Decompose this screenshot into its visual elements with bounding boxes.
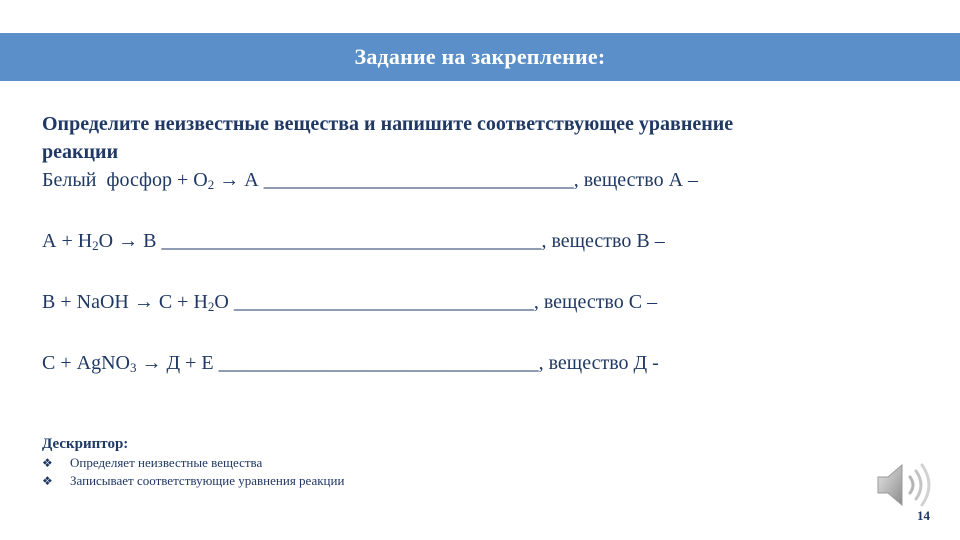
descriptor-item: ❖ Определяет неизвестные вещества [42, 454, 642, 472]
equation-3-subscript: 2 [207, 299, 215, 314]
equation-2-pre: А + H [42, 230, 93, 252]
equation-3-post: O ______________________________, вещест… [214, 291, 658, 313]
slide-title: Задание на закрепление: [354, 44, 606, 69]
equation-4: С + AgNO3 → Д + Е ______________________… [42, 349, 922, 377]
equation-1-pre: Белый фосфор + O [42, 169, 208, 191]
descriptor-block: Дескриптор: ❖ Определяет неизвестные вещ… [42, 434, 642, 490]
equation-2: А + H2O → В ____________________________… [42, 227, 922, 255]
equation-1-post: → А _______________________________, вещ… [214, 169, 699, 191]
equation-1-subscript: 2 [207, 177, 215, 192]
descriptor-item-label: Определяет неизвестные вещества [70, 455, 263, 470]
equation-2-subscript: 2 [92, 238, 99, 253]
equation-2-post: O → В __________________________________… [98, 230, 665, 252]
page-number: 14 [917, 508, 930, 523]
diamond-bullet-icon: ❖ [42, 474, 53, 488]
speaker-icon[interactable] [872, 453, 936, 517]
equation-4-post: → Д + Е ________________________________… [136, 352, 659, 374]
task-heading-line1: Определите неизвестные вещества и напиши… [42, 113, 734, 135]
equation-3-pre: В + NaOH → С + H [42, 291, 208, 313]
task-heading-line2: реакции [42, 141, 119, 163]
equation-4-pre: С + AgNO [42, 352, 130, 374]
equation-3: В + NaOH → С + H2O _____________________… [42, 288, 922, 316]
descriptor-title: Дескриптор: [42, 436, 129, 452]
task-block: Определите неизвестные вещества и напиши… [42, 110, 922, 377]
equation-1: Белый фосфор + O2 → А __________________… [42, 166, 922, 194]
descriptor-item-label: Записывает соответствующие уравнения реа… [70, 473, 345, 488]
descriptor-item: ❖ Записывает соответствующие уравнения р… [42, 472, 642, 490]
equation-4-subscript: 3 [129, 360, 137, 375]
diamond-bullet-icon: ❖ [42, 456, 53, 470]
descriptor-list: ❖ Определяет неизвестные вещества ❖ Запи… [42, 454, 642, 490]
title-banner: Задание на закрепление: [0, 33, 960, 81]
